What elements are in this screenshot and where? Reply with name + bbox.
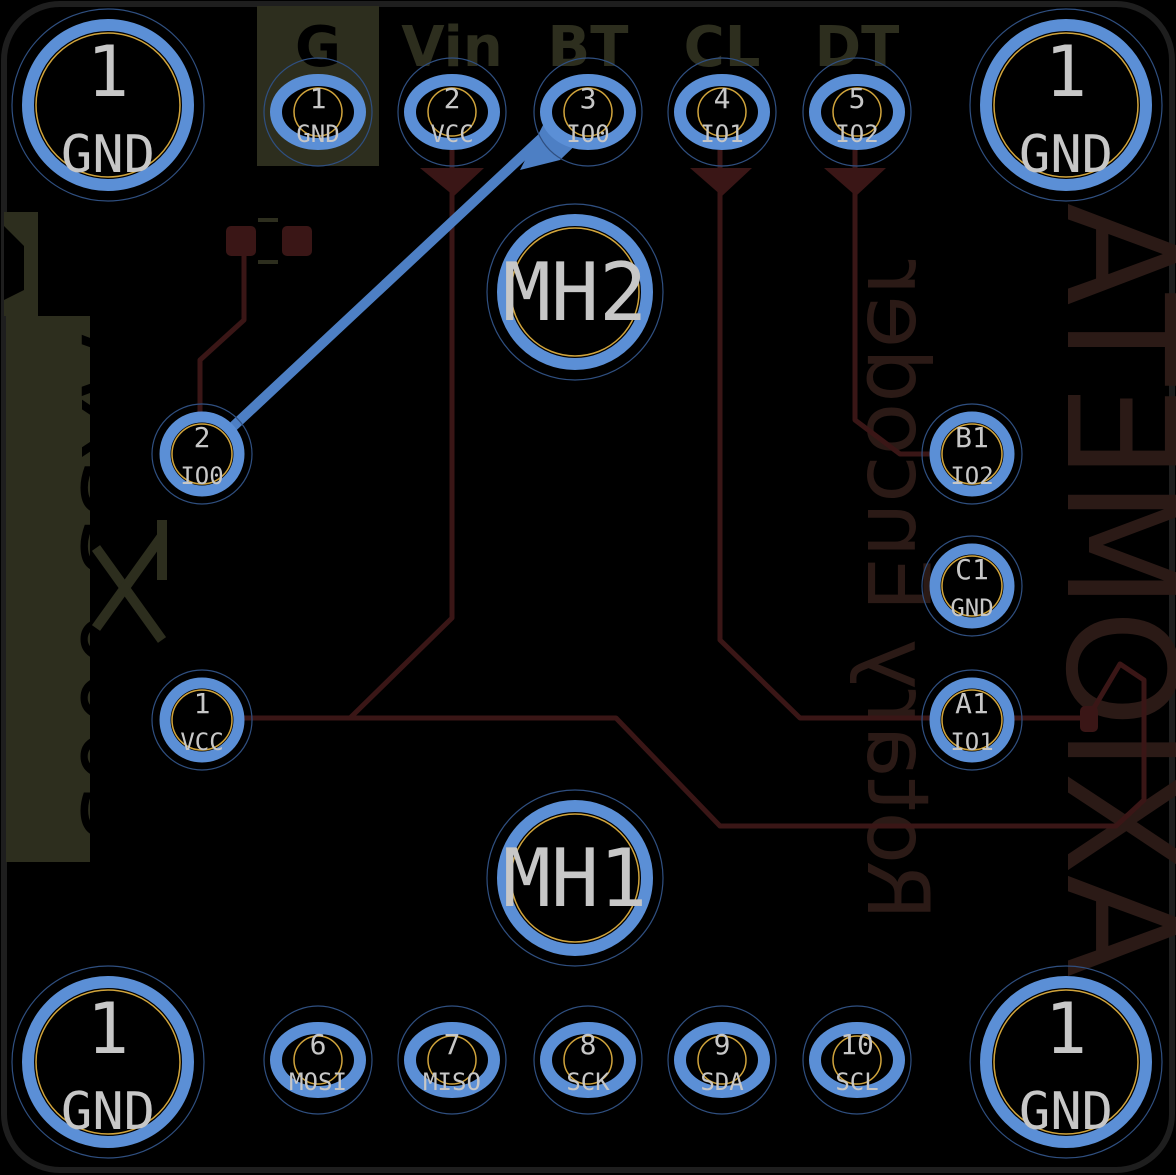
button-pad[interactable]: 2 IO0 [151, 403, 253, 505]
hole-net: GND [1019, 1082, 1113, 1142]
pad-net: IO2 [950, 462, 993, 490]
pin-net: MISO [423, 1068, 481, 1096]
header-label: G [295, 15, 341, 80]
corner-hole[interactable]: 1 GND [969, 965, 1163, 1159]
pin-number: 2 [444, 82, 461, 115]
smd-button-component [226, 218, 312, 264]
pin-number: 4 [714, 82, 731, 115]
top-pin[interactable]: 4 IO1 [667, 57, 777, 167]
pin-number: 5 [849, 82, 866, 115]
bottom-pin[interactable]: 9 SDA [667, 1005, 777, 1115]
pad-net: GND [950, 594, 993, 622]
corner-hole[interactable]: 1 GND [969, 8, 1163, 202]
pin-number: 9 [714, 1028, 731, 1061]
pin-net: SCK [566, 1068, 610, 1096]
button-pad[interactable]: 1 VCC [151, 669, 253, 771]
bottom-pin[interactable]: 8 SCK [533, 1005, 643, 1115]
header-label: Vin [401, 15, 502, 80]
mounting-hole[interactable]: MH1 [486, 789, 664, 967]
hole-number: 1 [1045, 31, 1087, 113]
corner-hole[interactable]: 1 GND [11, 965, 205, 1159]
encoder-pad[interactable]: B1 IO2 [921, 403, 1023, 505]
hole-number: 1 [87, 31, 129, 113]
pin-net: SCL [835, 1068, 878, 1096]
pin-net: SDA [700, 1068, 744, 1096]
corner-hole[interactable]: 1 GND [11, 8, 205, 202]
pin-net: GND [296, 120, 339, 148]
header-label: BT [548, 15, 629, 80]
encoder-pad[interactable]: C1 GND [921, 535, 1023, 637]
hole-number: 1 [87, 988, 129, 1070]
pad-net: VCC [180, 728, 223, 756]
pin-number: 10 [840, 1028, 874, 1061]
hole-number: 1 [1045, 988, 1087, 1070]
pad-number: C1 [955, 553, 989, 586]
logo-mark [91, 520, 167, 643]
mounting-hole-label: MH2 [503, 246, 648, 339]
pin-number: 8 [580, 1028, 597, 1061]
part-number-text: AXSS-0003 [60, 334, 167, 844]
bottom-pin[interactable]: 6 MOSI [263, 1005, 373, 1115]
pad-net: IO0 [180, 462, 223, 490]
button-pads: 2 IO0 1 VCC [151, 403, 253, 771]
top-pin[interactable]: 5 IO2 [802, 57, 912, 167]
pin-net: VCC [430, 120, 473, 148]
pin-net: IO1 [700, 120, 743, 148]
top-header-pins: 1 GND 2 VCC 3 IO0 4 IO1 5 [263, 57, 912, 167]
pin-number: 3 [580, 82, 597, 115]
hole-net: GND [1019, 125, 1113, 185]
pin-net: MOSI [289, 1068, 347, 1096]
hole-net: GND [61, 125, 155, 185]
corner-holes: 1 GND 1 GND 1 GND 1 GND [11, 8, 1163, 1159]
bottom-pin[interactable]: 7 MISO [397, 1005, 507, 1115]
edge-notch [4, 226, 24, 300]
bottom-copper-teardrops [420, 168, 1098, 732]
bottom-pin[interactable]: 10 SCL [802, 1005, 912, 1115]
pin-net: IO0 [566, 120, 609, 148]
mounting-hole[interactable]: MH2 [486, 203, 664, 381]
pad-number: 1 [194, 687, 211, 720]
top-pin[interactable]: 2 VCC [397, 57, 507, 167]
header-label: CL [684, 15, 761, 80]
top-pin[interactable]: 3 IO0 [533, 57, 643, 167]
mounting-hole-label: MH1 [503, 832, 648, 925]
mounting-holes: MH2 MH1 [486, 203, 664, 967]
header-label: DT [815, 15, 900, 80]
bottom-copper-traces [197, 150, 1147, 829]
top-pin[interactable]: 1 GND [263, 57, 373, 167]
hole-net: GND [61, 1082, 155, 1142]
encoder-pads: B1 IO2 C1 GND A1 IO1 [921, 403, 1023, 771]
pad-number: B1 [955, 421, 989, 454]
pin-number: 6 [310, 1028, 327, 1061]
pad-number: 2 [194, 421, 211, 454]
pin-number: 1 [310, 82, 327, 115]
bottom-header-pins: 6 MOSI 7 MISO 8 SCK 9 SDA 10 [263, 1005, 912, 1115]
pin-net: IO2 [835, 120, 878, 148]
pin-number: 7 [444, 1028, 461, 1061]
encoder-pad[interactable]: A1 IO1 [921, 669, 1023, 771]
pad-number: A1 [955, 687, 989, 720]
part-number-strip [6, 316, 90, 862]
brand-text: AXIOMETA [1032, 203, 1176, 977]
pad-net: IO1 [950, 728, 993, 756]
